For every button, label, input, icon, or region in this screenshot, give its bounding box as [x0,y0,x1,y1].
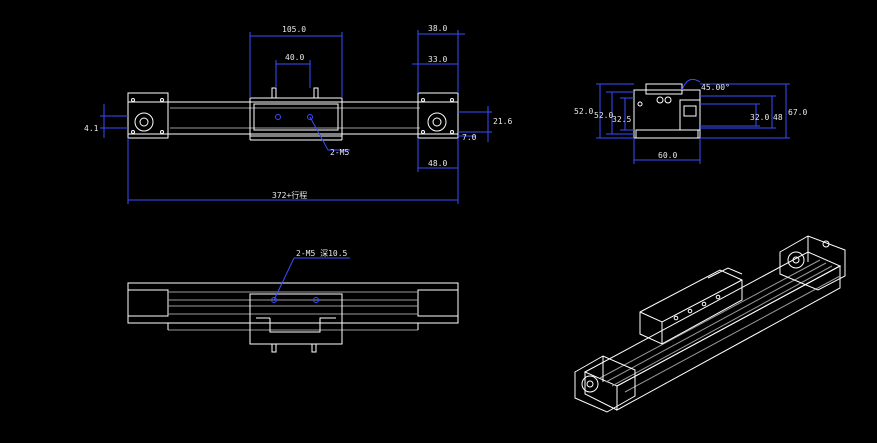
side-dim-32: 32.0 [750,113,769,122]
side-dim-48: 48 [773,113,783,122]
side-dim-67: 67.0 [788,108,807,117]
side-dim-52-mid: 52.0 [594,111,613,120]
front-dim-48: 48.0 [428,159,447,168]
front-left-pulley [134,112,154,132]
front-hole-note: 2-M5 [330,148,349,157]
front-dim-4-1: 4.1 [84,124,99,133]
top-hole-note: 2-M5 深10.5 [296,249,348,258]
front-right-endcap [417,92,459,139]
front-dim-7: 7.0 [462,133,477,142]
front-rail [127,101,459,135]
iso-carriage [639,269,743,345]
side-dim-32-5: 32.5 [612,115,631,124]
top-carriage [249,293,343,345]
side-view: 45.00° 52.0 52.0 32.5 32.0 48 67.0 60.0 [574,78,807,164]
side-dim-angle: 45.00° [701,83,730,92]
front-right-pulley [427,112,447,132]
front-dim-40: 40.0 [285,53,304,62]
top-view: 2-M5 深10.5 [127,249,459,353]
side-angle-arc [681,78,701,91]
side-dim-52-outer: 52.0 [574,107,593,116]
top-rail [127,282,459,324]
front-overall-length: 372+行程 [272,190,307,200]
isometric-view [574,235,846,413]
front-dim-33: 33.0 [428,55,447,64]
front-dim-105: 105.0 [282,25,306,34]
front-dim-21-6: 21.6 [493,117,512,126]
side-dim-60: 60.0 [658,151,677,160]
front-carriage [249,97,343,137]
front-dim-38: 38.0 [428,24,447,33]
iso-far-endcap [779,235,846,291]
front-view: 105.0 40.0 38.0 33.0 4.1 21.6 7.0 48.0 2… [84,24,512,204]
